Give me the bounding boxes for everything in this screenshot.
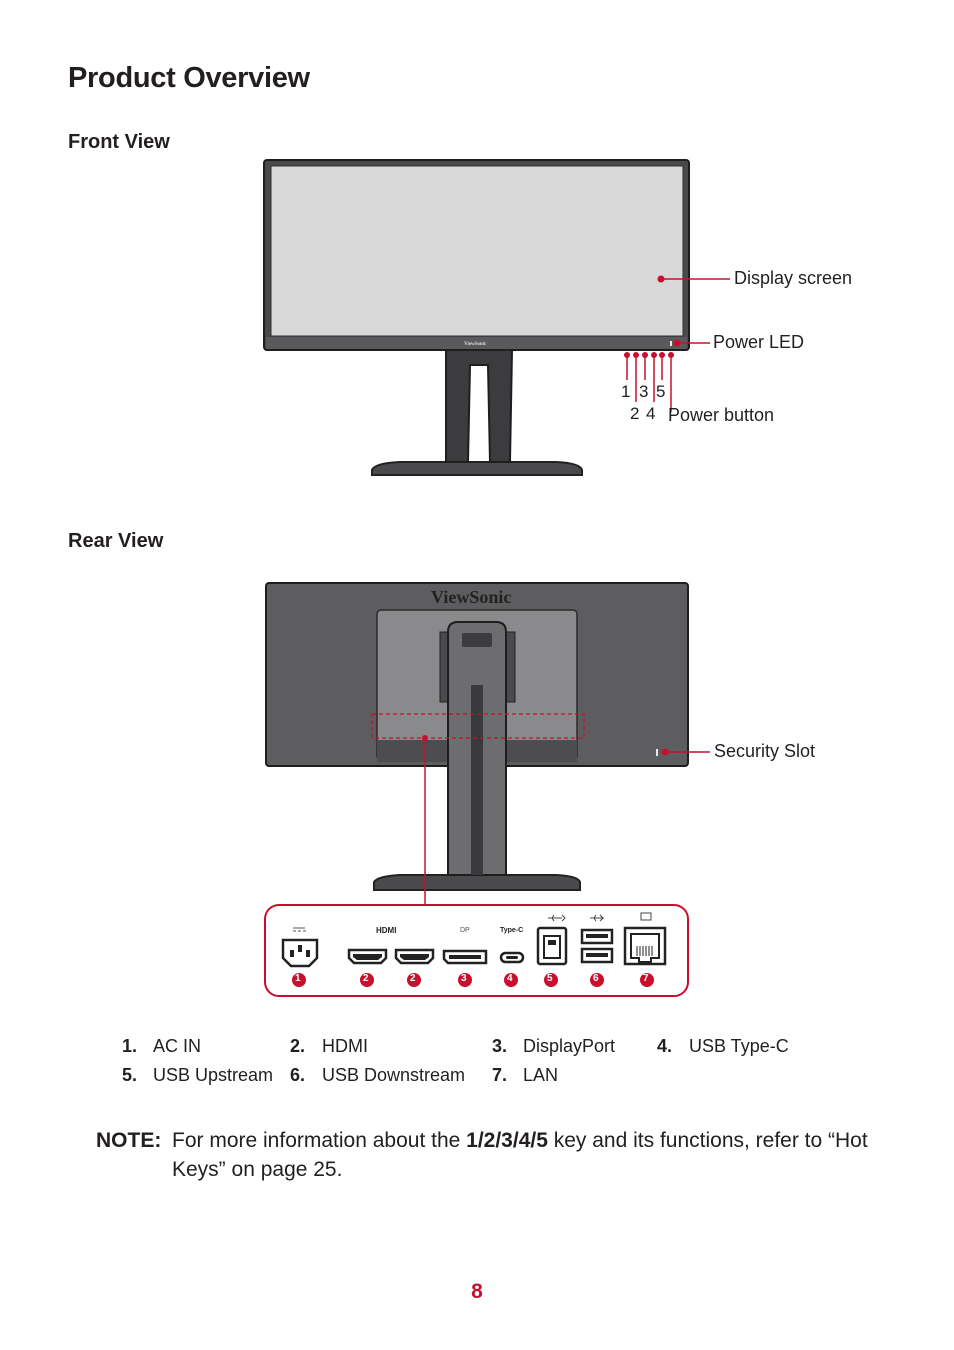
rear-monitor-illustration: [265, 582, 710, 905]
badge-1: 1: [295, 973, 301, 984]
legend-label-4: USB Type-C: [689, 1036, 789, 1056]
ac-in-port: [281, 927, 319, 968]
usb-downstream-ports: [580, 914, 614, 964]
rear-view-heading: Rear View: [68, 530, 164, 552]
badge-5: 5: [547, 973, 553, 984]
page-number: 8: [471, 1280, 483, 1303]
hdmi-ports: [347, 948, 435, 965]
legend-label-7: LAN: [523, 1065, 559, 1085]
key-number-2: 2: [630, 404, 640, 423]
key-number-3: 3: [639, 382, 649, 401]
usb-upstream-port: [536, 914, 568, 966]
legend-label-1: AC IN: [153, 1036, 202, 1056]
displayport-port: [442, 949, 488, 965]
power-led-label: Power LED: [713, 332, 805, 352]
legend-item-1: 1.: [122, 1036, 138, 1056]
page-title: Product Overview: [68, 62, 310, 94]
note-text: For more information about the 1/2/3/4/5…: [172, 1129, 868, 1181]
security-slot-label: Security Slot: [714, 741, 816, 761]
legend-label-6: USB Downstream: [322, 1065, 466, 1085]
legend-item-7: 7.: [492, 1065, 508, 1085]
usb-type-c-port: [499, 951, 525, 964]
front-monitor-illustration: [263, 159, 730, 476]
lan-port: [623, 912, 667, 966]
front-bezel-logo: ViewSonic: [464, 342, 487, 347]
legend-item-4: 4.: [657, 1036, 673, 1056]
key-number-4: 4: [646, 404, 656, 423]
port-panel: [264, 904, 689, 997]
legend-item-3: 3.: [492, 1036, 508, 1056]
rear-logo: ViewSonic: [431, 587, 512, 607]
note-label: NOTE:: [96, 1129, 162, 1152]
badge-2b: 2: [410, 973, 416, 984]
front-view-heading: Front View: [68, 131, 170, 153]
badge-3: 3: [461, 973, 467, 984]
dp-port-label: DP: [460, 927, 470, 934]
hdmi-port-label: HDMI: [376, 926, 397, 935]
power-button-label: Power button: [668, 405, 775, 425]
display-screen-label: Display screen: [734, 268, 853, 288]
badge-2a: 2: [363, 973, 369, 984]
badge-4: 4: [507, 973, 513, 984]
legend-label-2: HDMI: [322, 1036, 368, 1056]
type-c-port-label: Type-C: [500, 927, 524, 934]
port-badges: [292, 973, 654, 987]
badge-6: 6: [593, 973, 599, 984]
legend-item-6: 6.: [290, 1065, 306, 1085]
legend-item-5: 5.: [122, 1065, 138, 1085]
key-number-5: 5: [656, 382, 666, 401]
legend-label-3: DisplayPort: [523, 1036, 616, 1056]
key-number-1: 1: [621, 382, 631, 401]
legend-item-2: 2.: [290, 1036, 306, 1056]
legend-label-5: USB Upstream: [153, 1065, 274, 1085]
badge-7: 7: [643, 973, 649, 984]
